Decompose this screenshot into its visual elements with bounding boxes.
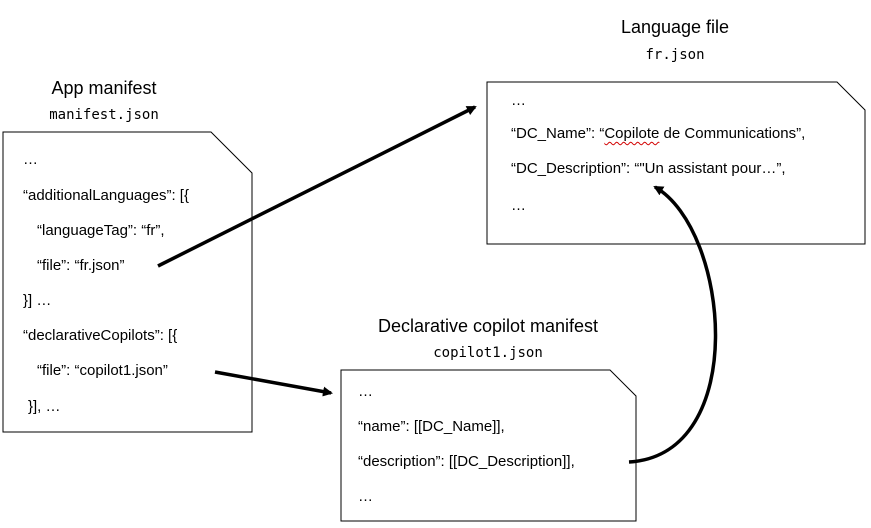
language-file-line: …: [511, 197, 526, 214]
language-file-name-key: “DC_Name”: “: [511, 125, 605, 142]
app-manifest-line: “languageTag”: “fr”,: [37, 222, 165, 239]
app-manifest-line: “file”: “copilot1.json”: [37, 362, 168, 379]
arrow-description-to-language-string: [628, 185, 718, 464]
app-manifest-filename: manifest.json: [49, 107, 159, 123]
app-manifest-box: [2, 131, 253, 433]
arrow-to-language-file: [157, 105, 477, 268]
language-file-box: [486, 81, 866, 245]
app-manifest-title: App manifest: [51, 78, 157, 98]
language-file-filename: fr.json: [645, 47, 705, 63]
app-manifest-line: “declarativeCopilots”: [{: [23, 327, 178, 344]
language-file-line: …: [511, 92, 526, 109]
copilot-manifest-box: [340, 369, 637, 522]
app-manifest-line: …: [23, 151, 38, 168]
app-manifest-line: “file”: “fr.json”: [37, 257, 125, 274]
language-file-title: Language file: [620, 17, 730, 37]
arrow-to-copilot-manifest: [214, 370, 333, 397]
language-file-line: “DC_Description”: “"Un assistant pour…”,: [511, 160, 786, 177]
copilot-manifest-line: “description”: [[DC_Description]],: [358, 453, 575, 470]
language-file-line: “DC_Name”: “Copilote de Communications”,: [511, 125, 805, 142]
copilot-manifest-line: …: [358, 383, 373, 400]
copilot-manifest-line: …: [358, 488, 373, 505]
app-manifest-line: “additionalLanguages”: [{: [23, 187, 189, 204]
language-file-name-rest: de Communications”,: [659, 125, 806, 142]
copilot-manifest-filename: copilot1.json: [433, 345, 543, 361]
app-manifest-line: }] …: [23, 292, 52, 309]
app-manifest-line: }], …: [28, 398, 61, 415]
copilot-manifest-line: “name”: [[DC_Name]],: [358, 418, 505, 435]
spellcheck-flagged-word: Copilote: [604, 125, 660, 142]
copilot-manifest-title: Declarative copilot manifest: [377, 316, 599, 336]
